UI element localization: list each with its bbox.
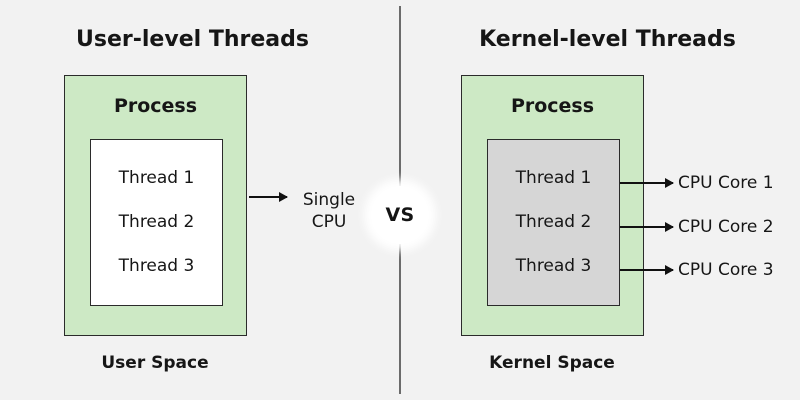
arrow-to-cpu-core-2 <box>620 222 674 232</box>
cpu-core-label-1: CPU Core 1 <box>678 173 774 193</box>
left-panel-title: User-level Threads <box>76 27 309 52</box>
kernel-space-label: Kernel Space <box>489 353 615 373</box>
single-cpu-line-1: Single <box>302 190 356 210</box>
arrow-to-single-cpu <box>249 192 288 202</box>
thread-item: Thread 2 <box>118 212 195 232</box>
right-panel-title: Kernel-level Threads <box>479 27 736 52</box>
kernel-process-box: Process Thread 1 Thread 2 Thread 3 <box>461 75 644 336</box>
thread-item: Thread 1 <box>515 168 592 188</box>
user-process-label: Process <box>113 95 198 117</box>
thread-item: Thread 3 <box>118 256 195 276</box>
user-threads-box: Thread 1 Thread 2 Thread 3 <box>90 139 223 306</box>
cpu-core-label-3: CPU Core 3 <box>678 260 774 280</box>
vs-badge: VS <box>371 186 429 244</box>
kernel-threads-box: Thread 1 Thread 2 Thread 3 <box>487 139 620 306</box>
single-cpu-line-2: CPU <box>311 212 347 232</box>
kernel-process-label: Process <box>510 95 595 117</box>
user-process-box: Process Thread 1 Thread 2 Thread 3 <box>64 75 247 336</box>
thread-item: Thread 1 <box>118 168 195 188</box>
cpu-core-label-2: CPU Core 2 <box>678 217 774 237</box>
arrow-to-cpu-core-3 <box>620 265 674 275</box>
single-cpu-label: Single CPU <box>289 189 369 233</box>
user-space-label: User Space <box>101 353 209 373</box>
thread-item: Thread 2 <box>515 212 592 232</box>
thread-item: Thread 3 <box>515 256 592 276</box>
arrow-to-cpu-core-1 <box>620 178 674 188</box>
